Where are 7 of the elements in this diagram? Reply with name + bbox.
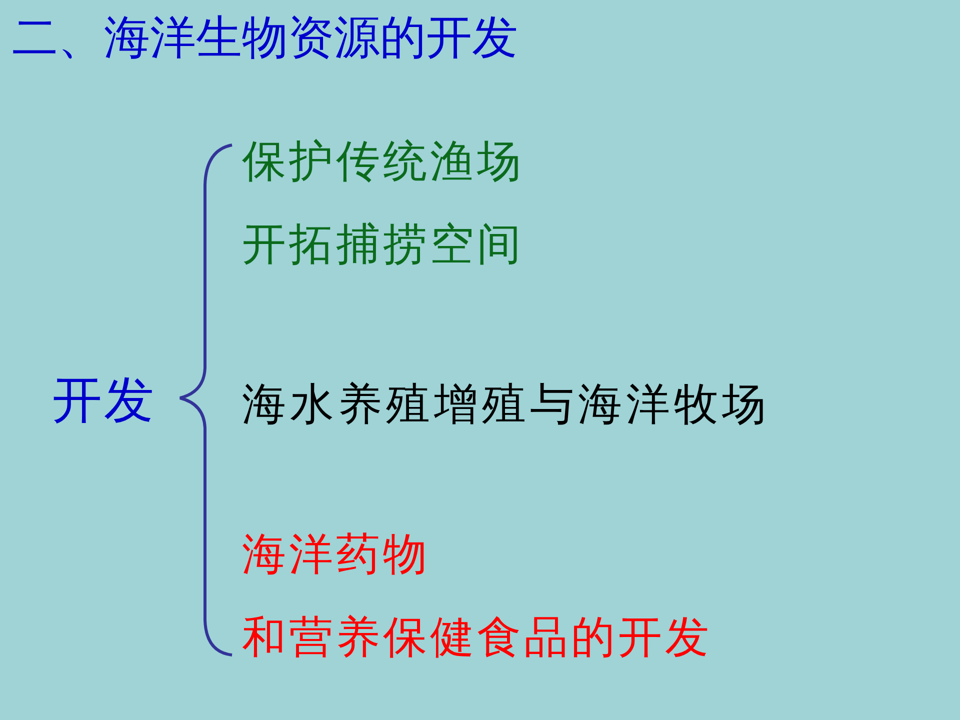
- list-item: 海水养殖增殖与海洋牧场: [242, 380, 770, 430]
- list-item: 开拓捕捞空间: [242, 220, 524, 270]
- slide-title: 二、海洋生物资源的开发: [12, 12, 518, 63]
- list-item: 保护传统渔场: [242, 138, 524, 186]
- topic-label: 开发: [52, 372, 156, 428]
- list-item: 海洋药物: [242, 530, 430, 580]
- list-item: 和营养保健食品的开发: [242, 614, 712, 662]
